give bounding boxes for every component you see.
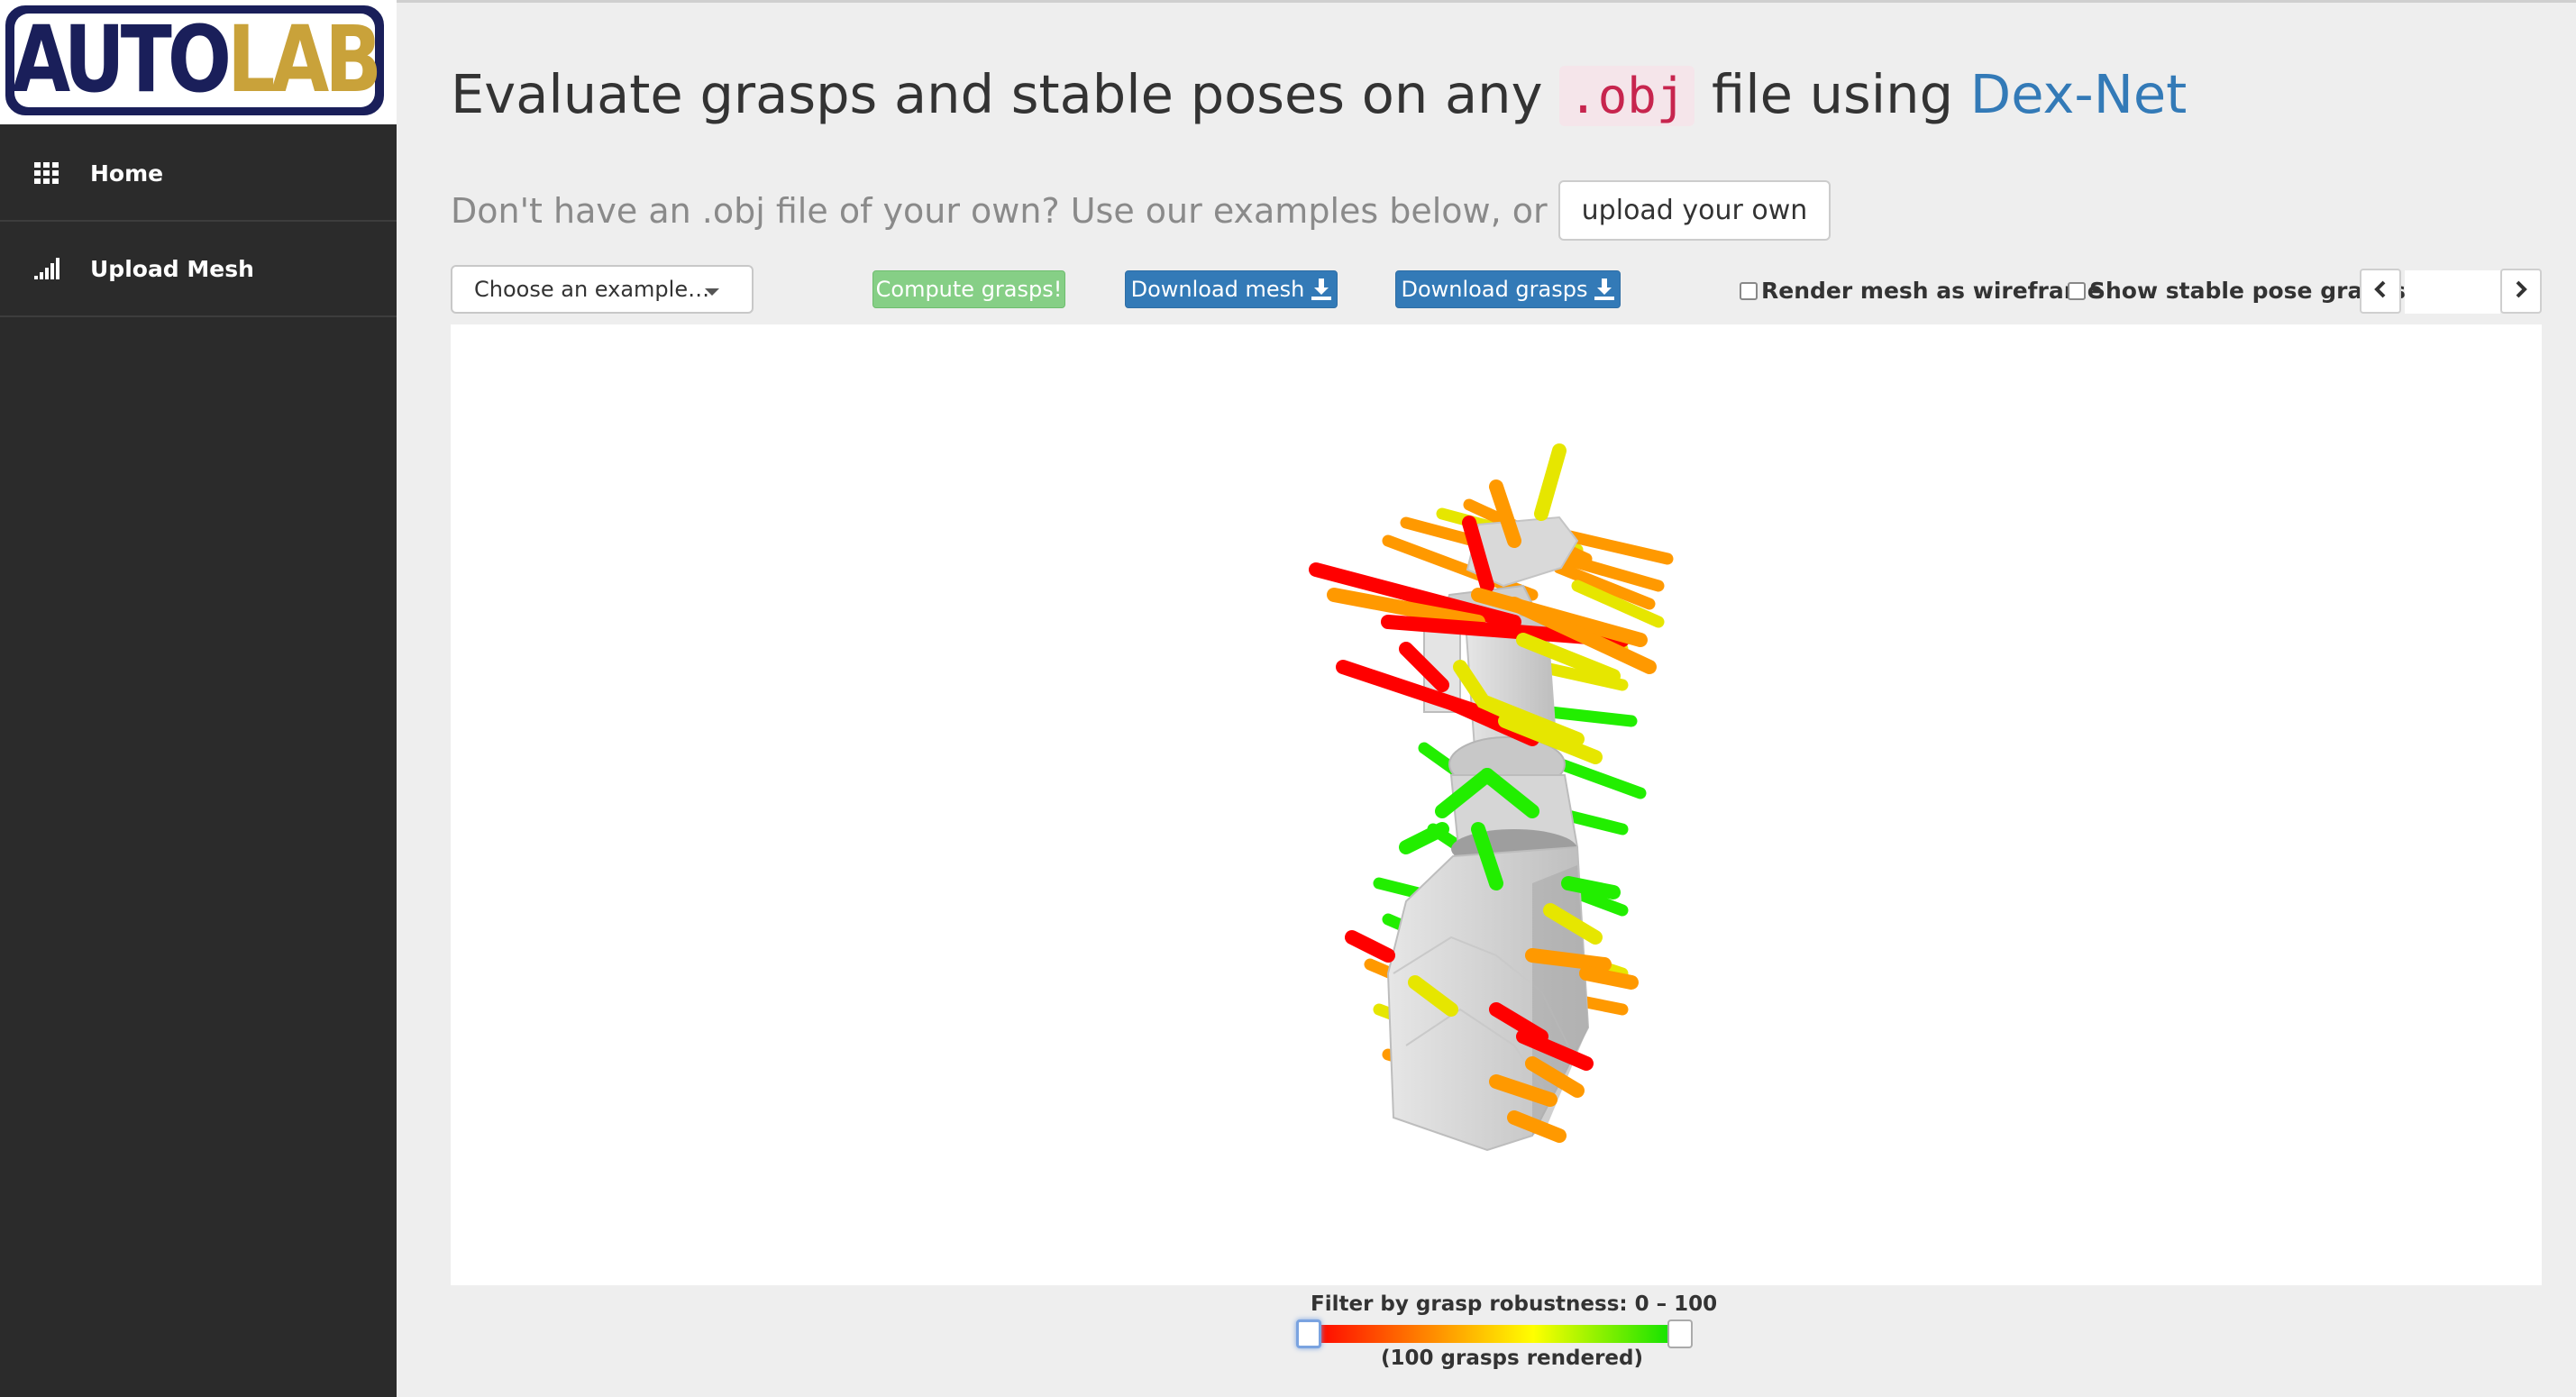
grasp-line	[1498, 714, 1603, 764]
grasp-line	[1408, 975, 1458, 1017]
rendered-count: (100 grasps rendered)	[1381, 1347, 1644, 1370]
subheading: Don't have an .obj file of your own? Use…	[451, 180, 1832, 241]
grasp-line	[1471, 822, 1503, 890]
grasp-line	[1489, 1074, 1557, 1107]
sidebar-item-label: Home	[90, 160, 164, 187]
page-title: Evaluate grasps and stable poses on any …	[451, 63, 2188, 126]
grasp-line	[1561, 876, 1621, 899]
grasp-line	[1489, 1002, 1548, 1044]
stable-pose-checkbox[interactable]: Show stable pose grasps	[2068, 278, 2406, 304]
grid-icon	[34, 162, 70, 184]
grasp-line	[1579, 966, 1639, 990]
grasp-line	[1382, 534, 1539, 601]
mesh-viewer[interactable]	[451, 324, 2542, 1285]
grasp-line	[1480, 768, 1539, 818]
grasp-line	[1525, 948, 1612, 972]
chevron-left-icon	[2374, 280, 2387, 302]
download-grasps-button[interactable]: Download grasps	[1395, 270, 1621, 308]
grasp-line	[1516, 1029, 1594, 1071]
grasp-line	[1543, 903, 1603, 945]
robustness-slider-track[interactable]	[1311, 1325, 1682, 1343]
caret-down-icon	[705, 288, 719, 296]
grasp-line	[1571, 580, 1665, 628]
grasp-line	[1507, 1110, 1567, 1143]
logo-text-lab: LAB	[226, 6, 379, 114]
grasp-line	[1345, 930, 1395, 963]
grasp-line	[1544, 706, 1638, 727]
logo-text-auto: AUTO	[12, 6, 231, 114]
chevron-right-icon	[2515, 280, 2527, 302]
sidebar-item-label: Upload Mesh	[90, 255, 254, 282]
download-icon	[1311, 278, 1332, 300]
grasp-line	[1327, 588, 1485, 629]
prev-pose-button[interactable]	[2360, 269, 2401, 314]
sidebar-item-upload-mesh[interactable]: Upload Mesh	[0, 222, 397, 317]
checkbox-box[interactable]	[2068, 281, 2086, 300]
grasp-scene[interactable]	[451, 324, 2542, 1285]
sidebar-item-home[interactable]: Home	[0, 126, 397, 222]
grasp-line	[1399, 822, 1449, 854]
dexnet-link[interactable]: Dex-Net	[1969, 63, 2188, 125]
signal-bars-icon	[34, 258, 70, 279]
download-icon	[1594, 278, 1615, 300]
grasp-line	[1516, 633, 1621, 683]
example-select[interactable]: Choose an example…	[451, 265, 754, 314]
grasp-line	[1489, 479, 1521, 548]
grasp-line	[1480, 696, 1585, 746]
grasp-line	[1535, 661, 1629, 691]
grasp-line	[1399, 642, 1449, 692]
sidebar: AUTOLAB Home Upload Mesh	[0, 0, 397, 1397]
checkbox-box[interactable]	[1740, 281, 1758, 300]
grasp-line	[1453, 660, 1503, 728]
slider-max-handle[interactable]	[1667, 1319, 1693, 1348]
filter-label: Filter by grasp robustness: 0 – 100	[1311, 1292, 1718, 1316]
logo[interactable]: AUTOLAB	[0, 0, 397, 124]
obj-code: .obj	[1559, 66, 1695, 126]
grasp-lines-front	[1309, 443, 1657, 1143]
top-border	[397, 0, 2576, 3]
grasp-line	[1553, 562, 1656, 610]
download-mesh-button[interactable]: Download mesh	[1125, 270, 1338, 308]
wireframe-checkbox[interactable]: Render mesh as wireframe	[1740, 278, 2103, 304]
logo-frame: AUTOLAB	[5, 5, 384, 115]
upload-your-own-button[interactable]: upload your own	[1557, 180, 1832, 241]
compute-grasps-button[interactable]: Compute grasps!	[872, 270, 1065, 308]
grasp-line	[1435, 768, 1494, 818]
grasp-line	[1525, 1056, 1585, 1098]
grasp-line	[1309, 562, 1521, 629]
grasp-line	[1462, 516, 1494, 593]
pose-index-input[interactable]	[2405, 270, 2500, 314]
grasp-line	[1507, 597, 1657, 674]
next-pose-button[interactable]	[2500, 269, 2542, 314]
slider-min-handle[interactable]	[1296, 1319, 1321, 1348]
grasp-line	[1534, 443, 1567, 521]
